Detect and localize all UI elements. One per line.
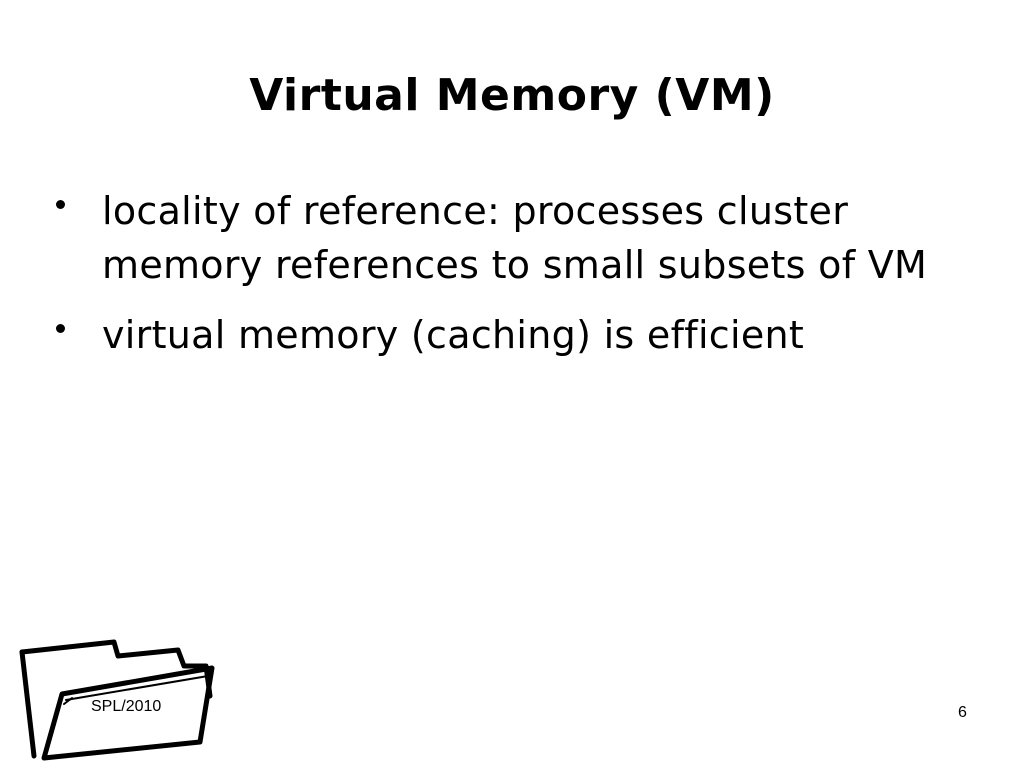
- bullet-text: locality of reference: processes cluster…: [102, 189, 928, 287]
- page-number: 6: [958, 704, 967, 721]
- bullet-text: virtual memory (caching) is efficient: [102, 313, 805, 357]
- bullet-item: locality of reference: processes cluster…: [56, 184, 956, 292]
- bullet-list: locality of reference: processes cluster…: [56, 184, 956, 378]
- slide-title: Virtual Memory (VM): [249, 70, 775, 121]
- folder-icon: [19, 639, 215, 761]
- bullet-item: virtual memory (caching) is efficient: [56, 308, 956, 362]
- bullet-dot-icon: [56, 200, 65, 209]
- bullet-dot-icon: [56, 324, 65, 333]
- footer-label: SPL/2010: [91, 698, 162, 715]
